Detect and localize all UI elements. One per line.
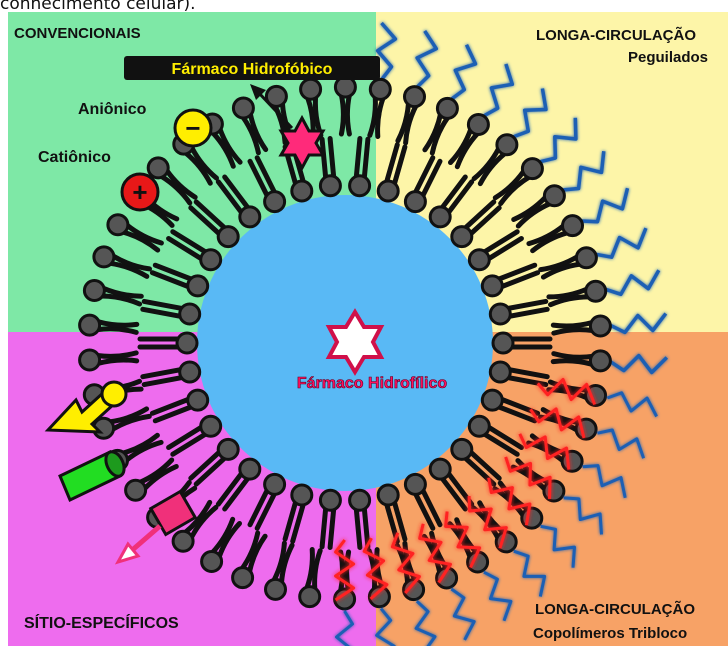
lipid-head — [405, 474, 425, 494]
lipid-head — [292, 485, 312, 505]
lipid-head — [233, 98, 253, 118]
lipid-head — [544, 481, 564, 501]
lipid-head — [482, 276, 502, 296]
lipid-head — [80, 350, 100, 370]
lipid-head — [563, 216, 583, 236]
lipid-head — [292, 181, 312, 201]
lipid-head — [300, 587, 320, 607]
title-conventional: CONVENCIONAIS — [14, 25, 141, 42]
lipid-head — [265, 192, 285, 212]
cationic-badge: + — [122, 174, 158, 210]
lipid-head — [468, 115, 488, 135]
title-site-specific: SÍTIO-ESPECÍFICOS — [24, 613, 179, 632]
lipid-head — [240, 207, 260, 227]
lipid-head — [266, 579, 286, 599]
lipid-tail — [347, 95, 349, 134]
lipid-head — [562, 451, 582, 471]
lipid-head — [320, 490, 340, 510]
lipid-head — [405, 87, 425, 107]
lipid-head — [126, 480, 146, 500]
lipid-head — [233, 568, 253, 588]
title-long-circulation-bottom: LONGA-CIRCULAÇÃO — [535, 600, 695, 618]
lipid-head — [240, 459, 260, 479]
lipid-tail — [341, 95, 343, 134]
lipid-head — [188, 390, 208, 410]
lipid-head — [452, 227, 472, 247]
lipid-head — [469, 250, 489, 270]
lipid-head — [493, 333, 513, 353]
hydrophobic-drug-label: Fármaco Hidrofóbico — [172, 61, 333, 78]
lipid-head — [350, 176, 370, 196]
lipid-head — [430, 459, 450, 479]
lipid-head — [180, 304, 200, 324]
lipid-head — [201, 250, 221, 270]
plus-icon: + — [132, 177, 147, 207]
lipid-head — [482, 390, 502, 410]
anionic-label: Aniônico — [78, 101, 147, 118]
lipid-head — [370, 79, 390, 99]
lipid-head — [469, 416, 489, 436]
lipid-head — [218, 227, 238, 247]
lipid-head — [496, 532, 516, 552]
lipid-head — [490, 362, 510, 382]
lipid-head — [590, 351, 610, 371]
lipid-head — [378, 485, 398, 505]
lipid-head — [576, 248, 596, 268]
lipid-head — [490, 304, 510, 324]
lipid-head — [148, 158, 168, 178]
lipid-head — [173, 531, 193, 551]
lipid-head — [350, 490, 370, 510]
lipid-head — [590, 316, 610, 336]
lipid-head — [188, 276, 208, 296]
title-long-circulation-top: LONGA-CIRCULAÇÃO — [536, 26, 696, 44]
lipid-head — [522, 508, 542, 528]
lipid-head — [430, 207, 450, 227]
lipid-head — [201, 416, 221, 436]
lipid-head — [202, 552, 222, 572]
hydrophilic-drug-label: Fármaco Hidrofílico — [297, 375, 447, 392]
lipid-head — [177, 333, 197, 353]
lipid-head — [180, 362, 200, 382]
lipid-head — [265, 474, 285, 494]
subtitle-pegylated: Peguilados — [628, 49, 708, 66]
lipid-head — [405, 192, 425, 212]
lipid-head — [544, 186, 564, 206]
minus-icon: − — [185, 113, 200, 143]
lipid-head — [586, 281, 606, 301]
cationic-label: Catiônico — [38, 149, 111, 166]
lipid-head — [497, 135, 517, 155]
lipid-head — [452, 439, 472, 459]
subtitle-triblock-copolymers: Copolímeros Tribloco — [533, 625, 687, 642]
lipid-head — [218, 439, 238, 459]
lipid-head — [80, 315, 100, 335]
anionic-badge: − — [175, 110, 211, 146]
lipid-head — [437, 98, 457, 118]
lipid-head — [522, 159, 542, 179]
lipid-head — [108, 215, 128, 235]
lipid-head — [84, 281, 104, 301]
lipid-head — [94, 247, 114, 267]
lipid-head — [378, 181, 398, 201]
lipid-head — [301, 79, 321, 99]
lipid-head — [320, 176, 340, 196]
